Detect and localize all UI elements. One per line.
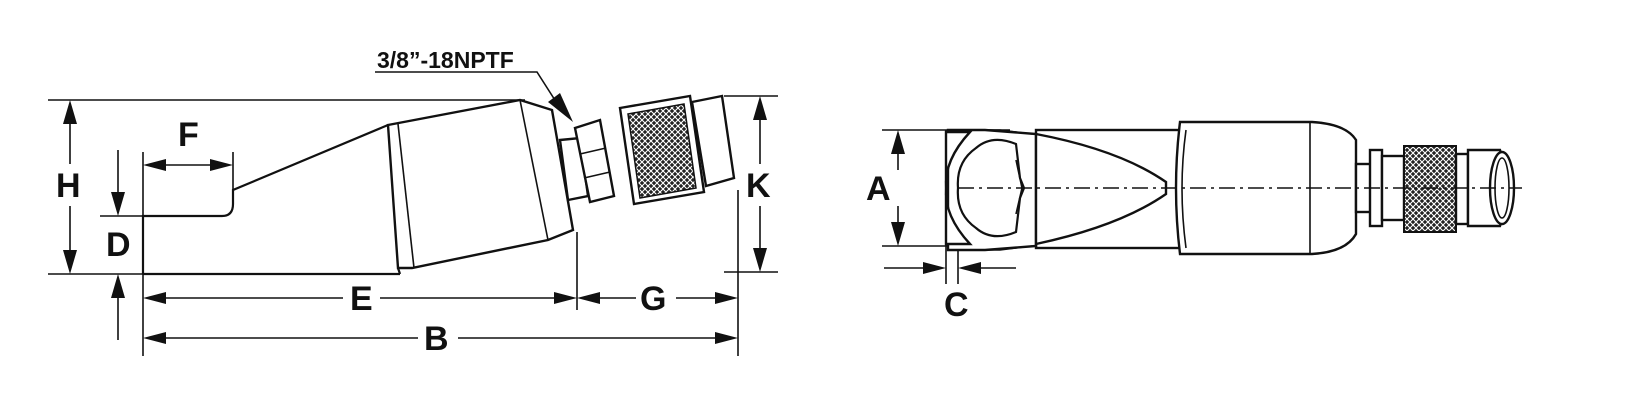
dim-b-label: B [424,320,449,358]
dim-d-arrow-top [111,192,125,216]
dim-k-arrow-bottom [753,248,767,272]
hex-nut-face-2 [583,171,611,179]
end-view: A C [866,120,1522,324]
end-knurled-coupler [1403,145,1457,233]
dim-e-arrow-left [143,292,166,304]
tail-fitting [690,94,736,188]
dim-f-arrow-left [143,159,166,171]
dim-a-arrow-top [891,130,905,154]
nozzle-body [141,94,736,276]
knurled-coupler-grip [627,103,697,199]
dim-e-label: E [350,280,373,318]
dim-h-arrow-bottom [63,250,77,274]
dim-d-label: D [106,226,131,264]
dim-k-label: K [746,167,771,205]
nozzle-tip-outline [141,123,389,274]
body-foot [396,267,402,275]
dim-c-arrow-left [923,262,946,274]
dim-a-arrow-bottom [891,222,905,246]
dim-f-label: F [178,116,199,154]
dim-h-arrow-top [63,100,77,124]
orifice-opening [956,138,1026,238]
barrel-main [1174,120,1358,256]
nozzle-head-lip [944,130,973,246]
side-view: 3/8”-18NPTF H F D E G B [48,47,778,358]
thread-leader-arrowhead [548,93,573,122]
end-coupler-ring [1454,152,1470,226]
body-edge-line-1 [397,123,415,269]
body-edge-line-2 [519,99,549,241]
dim-c-arrow-right [958,262,981,274]
dim-b-arrow-left [143,332,166,344]
dim-g-arrow-left [577,292,600,304]
nozzle-head-chamfer [974,129,1033,251]
thread-spec-label: 3/8”-18NPTF [377,47,514,73]
dim-c-label: C [944,286,969,324]
dim-g-arrow-right [715,292,738,304]
dim-h-label: H [56,167,81,205]
hex-nut-face-1 [579,147,607,155]
dim-e-arrow-right [554,292,577,304]
spray-cone [1034,132,1168,246]
nozzle-main-body [386,98,575,270]
dim-a-label: A [866,170,891,208]
dim-f-arrow-right [210,159,233,171]
dim-d-arrow-bottom [111,274,125,298]
dim-k-arrow-top [753,96,767,120]
dim-b-arrow-right [715,332,738,344]
thread-leader-line [375,71,561,109]
dim-g-label: G [640,280,666,318]
